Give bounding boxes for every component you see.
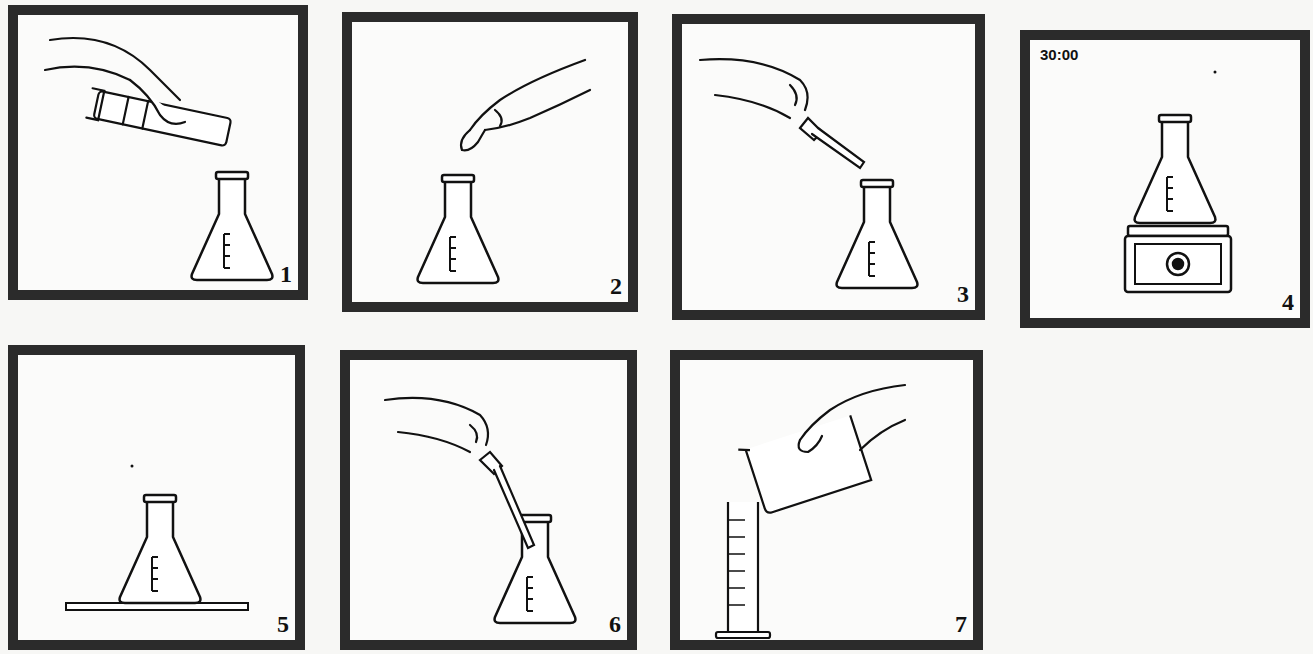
step-number: 1 <box>280 261 292 288</box>
step-number: 7 <box>955 611 967 638</box>
step-panel: 30:00 4 <box>1020 30 1310 328</box>
step-panel: 2 <box>342 12 638 312</box>
step-panel: 5 <box>8 345 305 650</box>
step-number: 5 <box>277 611 289 638</box>
step-number: 4 <box>1282 289 1294 316</box>
step-panel: 3 <box>672 14 985 320</box>
step-panel: 7 <box>670 350 983 650</box>
step-number: 3 <box>957 281 969 308</box>
step-panel: 6 <box>340 350 637 650</box>
step-number: 6 <box>609 611 621 638</box>
timer-label: 30:00 <box>1040 46 1078 63</box>
step-panel: 1 <box>8 5 308 300</box>
step-number: 2 <box>610 273 622 300</box>
